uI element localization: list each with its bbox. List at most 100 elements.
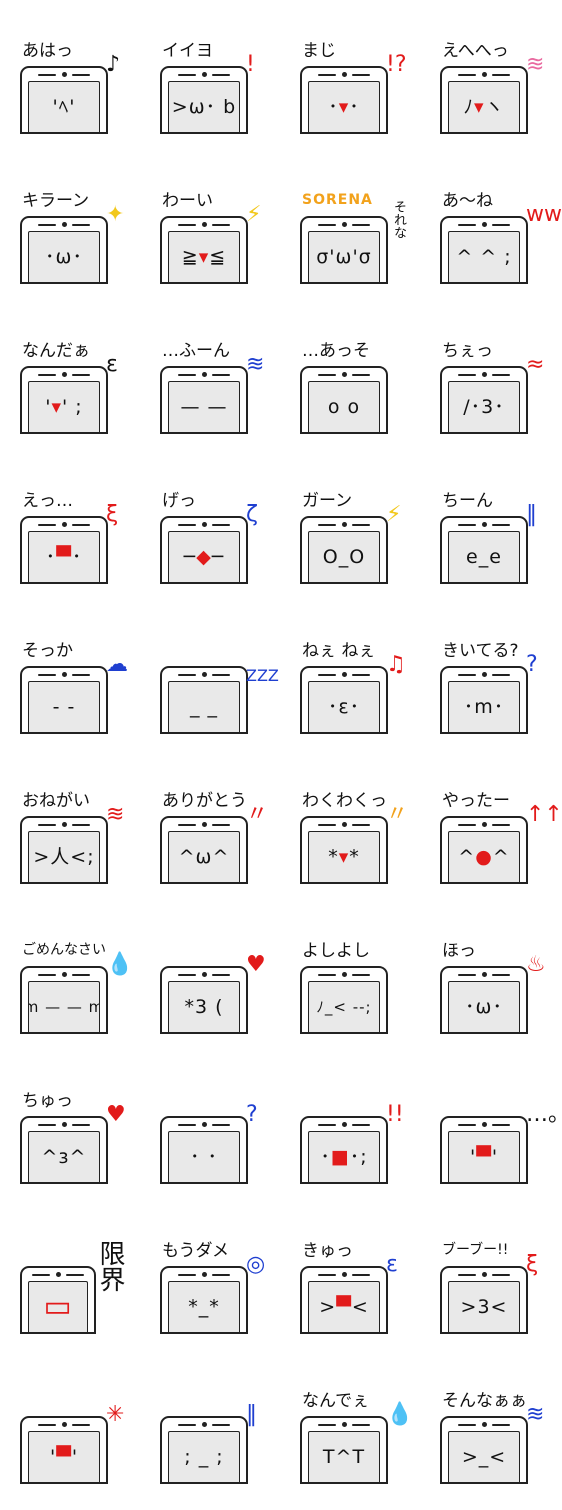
phone-speaker-icon [458,524,476,526]
sticker-35[interactable]: きゅっ>▀<ε [282,1210,422,1360]
phone-character: >▀< [300,1266,388,1334]
sticker-caption: ちぇっ [442,341,493,361]
sticker-18[interactable]: _ _ZZZ [142,610,282,760]
sticker-12[interactable]: ちぇっ/･3･≈ [422,310,562,460]
sticker-decoration: ≋ [246,352,265,377]
sticker-26[interactable]: *3 (♥ [142,910,282,1060]
phone-screen: ▭ [28,1281,88,1332]
phone-screen: '▀' [448,1131,520,1182]
phone-screen: *▾* [308,831,380,882]
sticker-decoration: ‖ [246,1402,257,1427]
phone-character: ^з^ [20,1116,108,1184]
sticker-caption: きいてる? [442,641,519,661]
kaomoji-face: ^●^ [458,845,510,868]
kaomoji-face: >ω･ b [171,95,237,118]
phone-screen: O_O [308,531,380,582]
phone-camera-icon [62,672,67,677]
kaomoji-face: ･■･; [320,1145,368,1168]
phone-sensor-icon [212,224,230,226]
sticker-36[interactable]: ブーブー!!>3<ξ [422,1210,562,1360]
kaomoji-face: ^з^ [41,1145,87,1168]
sticker-24[interactable]: やったー^●^↑↑ [422,760,562,910]
sticker-1[interactable]: あはっ'ﾍ'♪ [2,10,142,160]
phone-speaker-icon [178,1424,196,1426]
sticker-decoration: ww [526,202,562,227]
phone-speaker-icon [318,824,336,826]
sticker-caption: まじ [302,41,336,61]
phone-sensor-icon [212,1274,230,1276]
sticker-13[interactable]: えっ…･▀･ξ [2,460,142,610]
kaomoji-face: ･ω･ [465,995,503,1018]
phone-camera-icon [342,1422,347,1427]
sticker-4[interactable]: えへへっﾉ▾ヽ≋ [422,10,562,160]
kaomoji-face: >_< [461,1445,507,1468]
sticker-17[interactable]: そっか- -☁ [2,610,142,760]
sticker-9[interactable]: なんだぁ'▾' ;ε [2,310,142,460]
phone-character: >人<; [20,816,108,884]
sticker-29[interactable]: ちゅっ^з^♥ [2,1060,142,1210]
sticker-20[interactable]: きいてる?･m･? [422,610,562,760]
phone-sensor-icon [492,1124,510,1126]
phone-screen: >人<; [28,831,100,882]
sticker-34[interactable]: もうダメ*_*◎ [142,1210,282,1360]
sticker-5[interactable]: キラーン･ω･✦ [2,160,142,310]
sticker-decoration: …。 [526,1102,562,1127]
sticker-37[interactable]: '▀'✳ [2,1360,142,1510]
phone-camera-icon [482,1422,487,1427]
sticker-23[interactable]: わくわくっ*▾*〃 [282,760,422,910]
sticker-22[interactable]: ありがとう^ω^〃 [142,760,282,910]
phone-character: ▭ [20,1266,96,1334]
phone-camera-icon [482,222,487,227]
sticker-8[interactable]: あ〜ね^ ^ ;ww [422,160,562,310]
phone-screen: ─◆─ [168,531,240,582]
phone-screen: >▀< [308,1281,380,1332]
sticker-27[interactable]: よしよしﾉ_< ‐‐; [282,910,422,1060]
phone-camera-icon [342,672,347,677]
phone-character: ･ω･ [440,966,528,1034]
phone-screen: m — — m [28,981,100,1032]
sticker-32[interactable]: '▀'…。 [422,1060,562,1210]
phone-camera-icon [482,72,487,77]
kaomoji-face: ─◆─ [183,545,225,568]
sticker-30[interactable]: ･ ･? [142,1060,282,1210]
phone-screen: ･■･; [308,1131,380,1182]
phone-screen: ･ω･ [448,981,520,1032]
sticker-decoration: それな [391,200,406,239]
sticker-14[interactable]: げっ─◆─ζ [142,460,282,610]
phone-speaker-icon [178,824,196,826]
sticker-decoration: ♪ [106,52,121,77]
sticker-28[interactable]: ほっ･ω･♨ [422,910,562,1060]
phone-sensor-icon [492,224,510,226]
phone-sensor-icon [212,74,230,76]
sticker-21[interactable]: おねがい>人<;≋ [2,760,142,910]
sticker-2[interactable]: イイヨ>ω･ b! [142,10,282,160]
phone-camera-icon [202,1122,207,1127]
sticker-38[interactable]: ; _ ;‖ [142,1360,282,1510]
sticker-31[interactable]: ･■･;!! [282,1060,422,1210]
sticker-3[interactable]: まじ･▾･!? [282,10,422,160]
sticker-25[interactable]: ごめんなさいm — — m💧 [2,910,142,1060]
phone-speaker-icon [458,674,476,676]
sticker-10[interactable]: …ふーん— —≋ [142,310,282,460]
sticker-40[interactable]: そんなぁぁ>_<≋ [422,1360,562,1510]
phone-screen: '▀' [28,1431,100,1482]
sticker-33[interactable]: 限界▭ [2,1210,142,1360]
phone-speaker-icon [318,974,336,976]
phone-screen: >3< [448,1281,520,1332]
sticker-caption: もうダメ [162,1241,229,1261]
phone-screen: 'ﾍ' [28,81,100,132]
sticker-caption: おねがい [22,791,90,811]
phone-camera-icon [62,222,67,227]
sticker-19[interactable]: ねぇ ねぇ･ε･♫ [282,610,422,760]
phone-screen: '▾' ; [28,381,100,432]
phone-screen: ･▀･ [28,531,100,582]
phone-speaker-icon [38,974,56,976]
phone-speaker-icon [38,1124,56,1126]
kaomoji-face: ﾉ▾ヽ [463,95,505,118]
sticker-6[interactable]: わーい≧▾≦⚡ [142,160,282,310]
